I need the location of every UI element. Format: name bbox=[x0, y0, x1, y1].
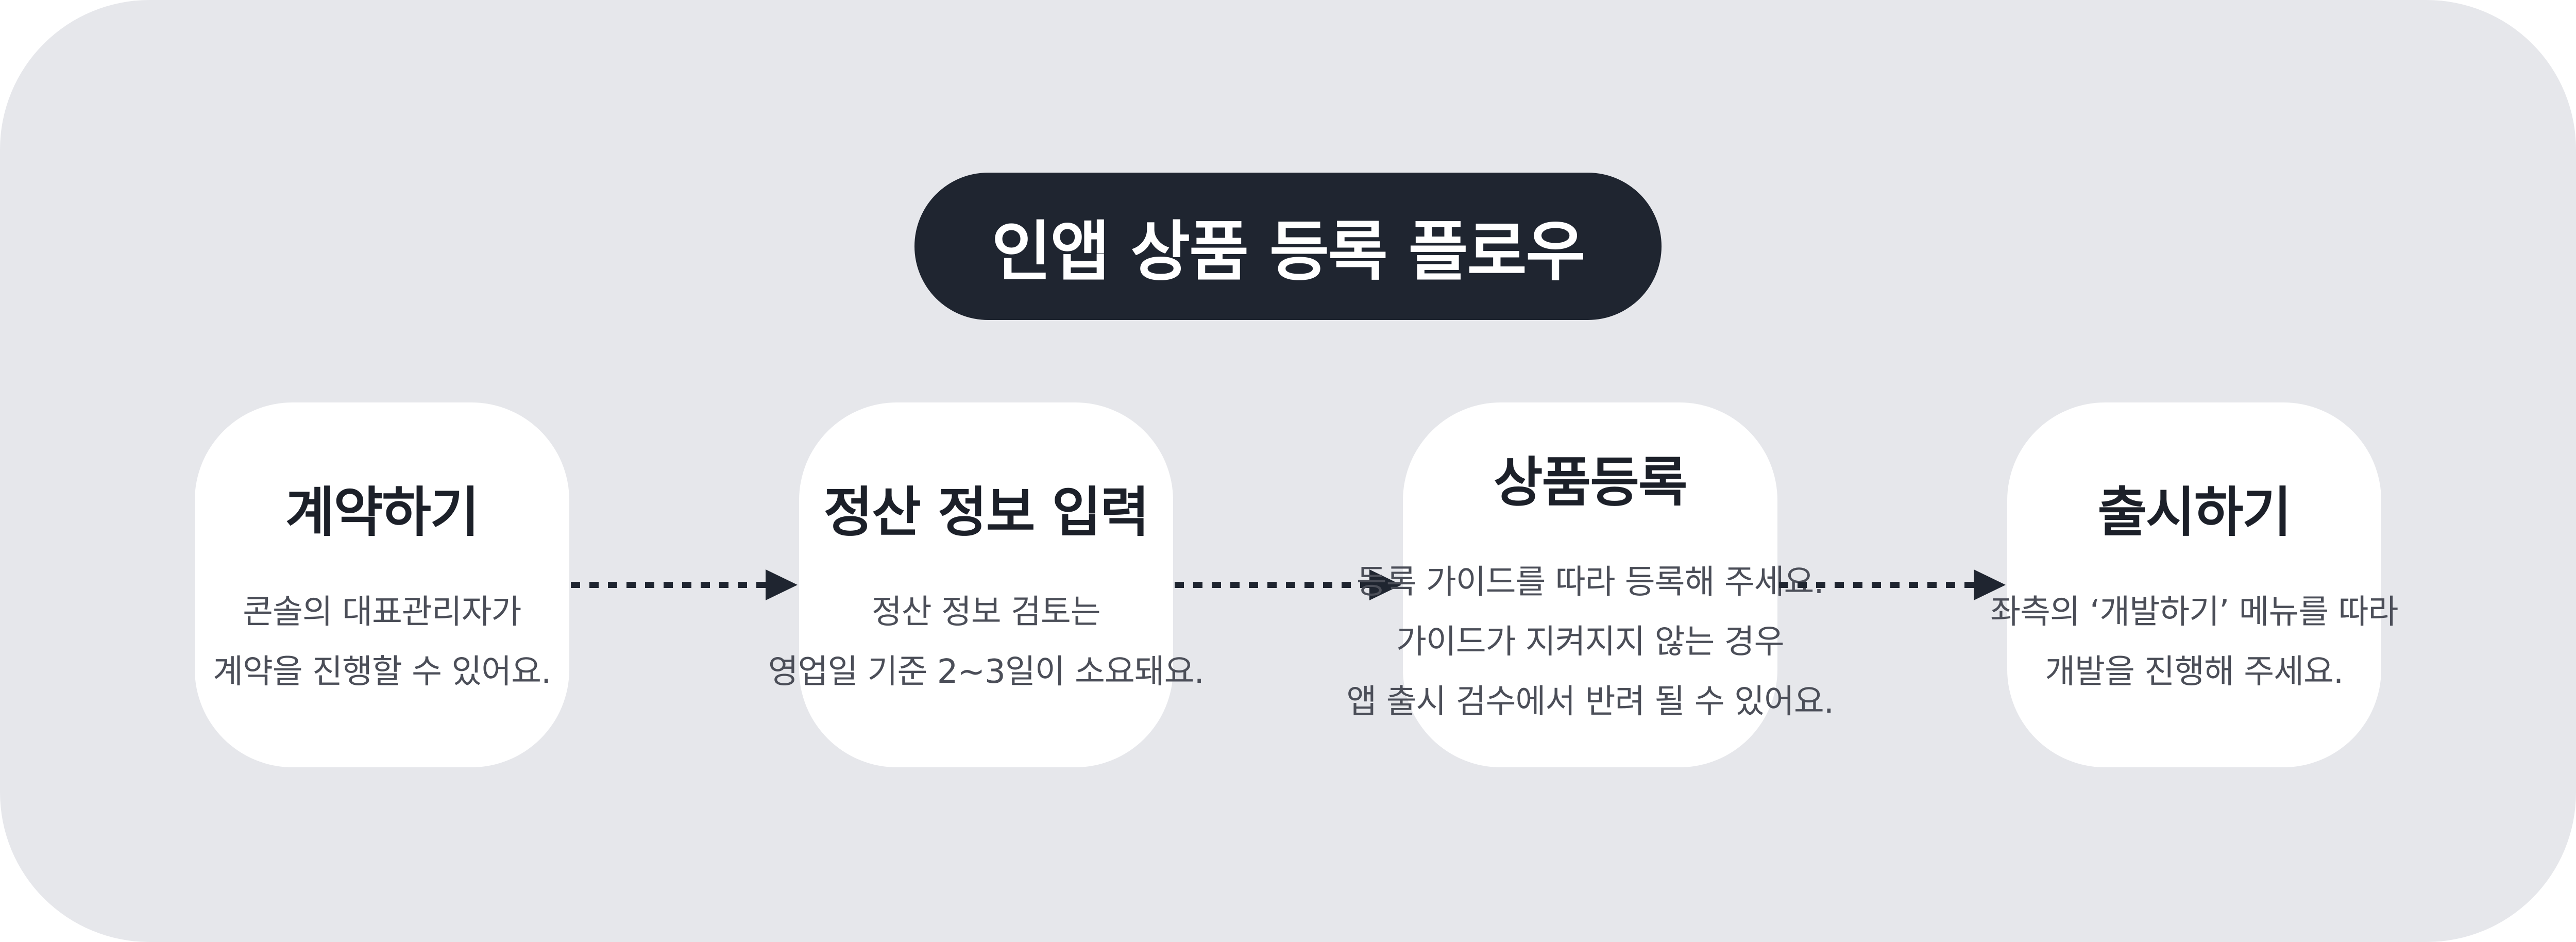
dotted-arrow-icon bbox=[1777, 567, 2007, 603]
dotted-arrow-icon bbox=[1173, 567, 1403, 603]
step-description-line: 등록 가이드를 따라 등록해 주세요. bbox=[1356, 563, 1824, 601]
step-description-line: 영업일 기준 2~3일이 소요돼요. bbox=[768, 652, 1205, 691]
step-description-line: 정산 정보 검토는 bbox=[871, 593, 1101, 631]
step-description-line: 가이드가 지켜지지 않는 경우 bbox=[1396, 623, 1785, 661]
step-title: 정산 정보 입력 bbox=[823, 480, 1149, 544]
step-title: 출시하기 bbox=[2097, 480, 2292, 544]
step-card-product-registration: 상품등록 등록 가이드를 따라 등록해 주세요. 가이드가 지켜지지 않는 경우… bbox=[1346, 402, 1834, 767]
step-card-release: 출시하기 좌측의 ‘개발하기’ 메뉴를 따라 개발을 진행해 주세요. bbox=[1990, 402, 2398, 767]
diagram-title: 인앱 상품 등록 플로우 bbox=[914, 173, 1662, 320]
step-title: 상품등록 bbox=[1493, 450, 1688, 514]
step-description-line: 개발을 진행해 주세요. bbox=[2045, 652, 2344, 691]
step-description-line: 앱 출시 검수에서 반려 될 수 있어요. bbox=[1346, 682, 1834, 721]
step-description-line: 계약을 진행할 수 있어요. bbox=[213, 652, 551, 691]
step-title: 계약하기 bbox=[285, 480, 480, 544]
step-description-line: 콘솔의 대표관리자가 bbox=[243, 593, 521, 631]
flow-steps: 계약하기 콘솔의 대표관리자가 계약을 진행할 수 있어요. 정산 정보 입력 … bbox=[0, 402, 2576, 767]
step-description-line: 좌측의 ‘개발하기’ 메뉴를 따라 bbox=[1990, 593, 2398, 631]
dotted-arrow-icon bbox=[569, 567, 799, 603]
step-card-settlement-info: 정산 정보 입력 정산 정보 검토는 영업일 기준 2~3일이 소요돼요. bbox=[768, 402, 1205, 767]
step-card-contract: 계약하기 콘솔의 대표관리자가 계약을 진행할 수 있어요. bbox=[195, 402, 569, 767]
title-row: 인앱 상품 등록 플로우 bbox=[0, 173, 2576, 320]
